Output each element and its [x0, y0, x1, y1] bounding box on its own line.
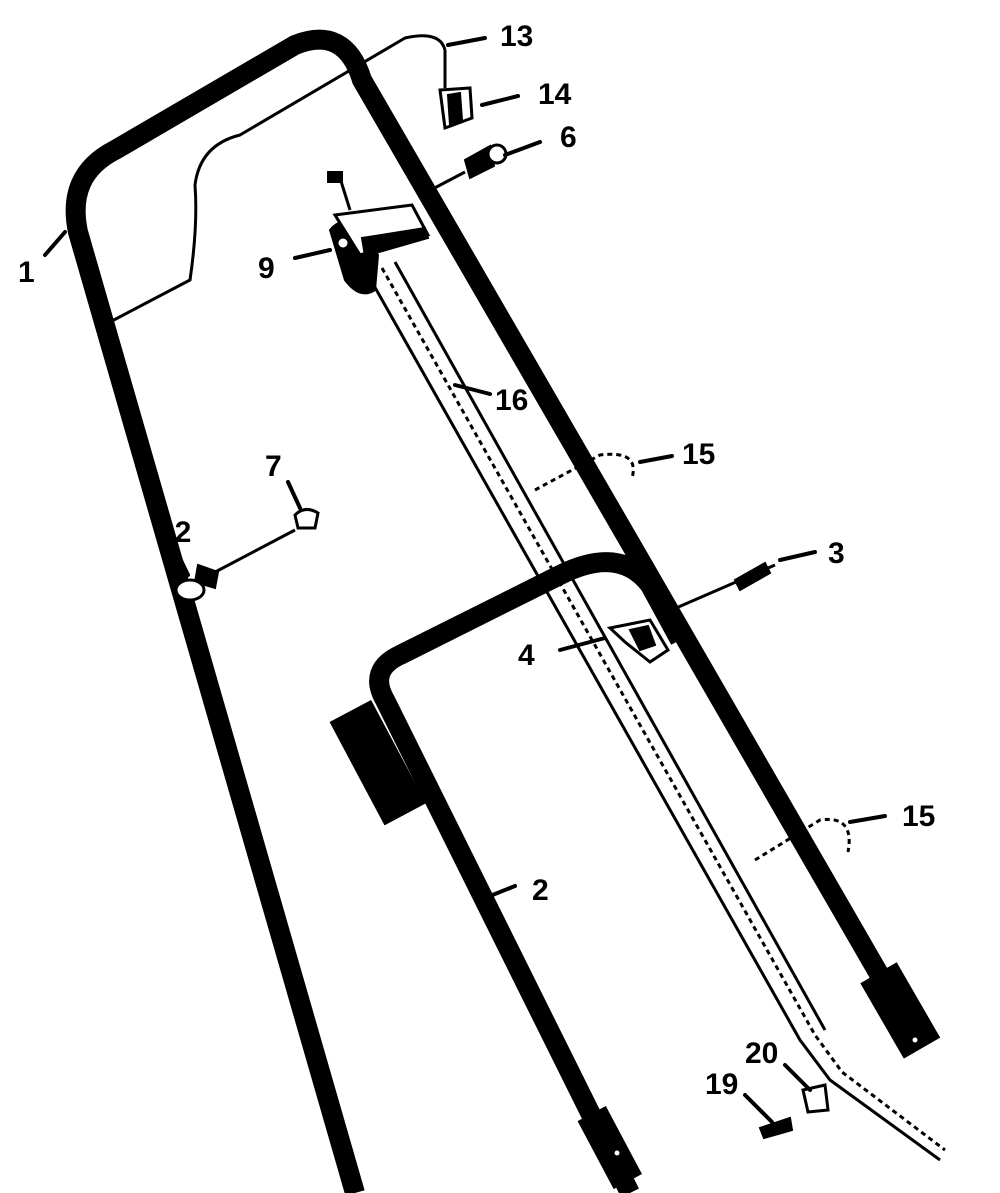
- knob-4: [606, 618, 671, 664]
- callout-9: 9: [258, 252, 275, 285]
- callout-labels: 1 2 3 4 6 7 9 12 13 14 15 15 16 19 20: [18, 20, 935, 1101]
- screw-19: [758, 1116, 794, 1140]
- callout-3: 3: [828, 537, 845, 570]
- control-cable: [366, 261, 946, 1162]
- lower-handle-joint-bracket: [329, 699, 427, 826]
- callout-6: 6: [560, 121, 577, 154]
- carriage-bolt-12: [174, 528, 296, 602]
- callout-2: 2: [532, 874, 549, 907]
- bolt-3: [659, 561, 776, 617]
- upper-handle-end-plate: [860, 962, 941, 1059]
- upper-handle: [65, 29, 941, 1193]
- callout-14: 14: [538, 78, 572, 111]
- callout-15b: 15: [902, 800, 935, 833]
- cable-clip: [438, 50, 474, 131]
- callout-12: 12: [158, 516, 191, 549]
- cable-tie-upper: [534, 452, 635, 492]
- bolt-6: [424, 143, 508, 195]
- callout-7: 7: [265, 450, 282, 483]
- wing-nut-7: [293, 508, 320, 530]
- callout-1: 1: [18, 256, 35, 289]
- callout-4: 4: [518, 639, 535, 672]
- control-bail: [327, 171, 431, 295]
- leader-lines: [43, 36, 887, 1124]
- callout-13: 13: [500, 20, 533, 53]
- cable-tie-lower: [754, 817, 851, 862]
- lower-handle: [329, 552, 689, 1193]
- callout-20: 20: [745, 1037, 778, 1070]
- callout-15a: 15: [682, 438, 715, 471]
- callout-19: 19: [705, 1068, 738, 1101]
- callout-16: 16: [495, 384, 528, 417]
